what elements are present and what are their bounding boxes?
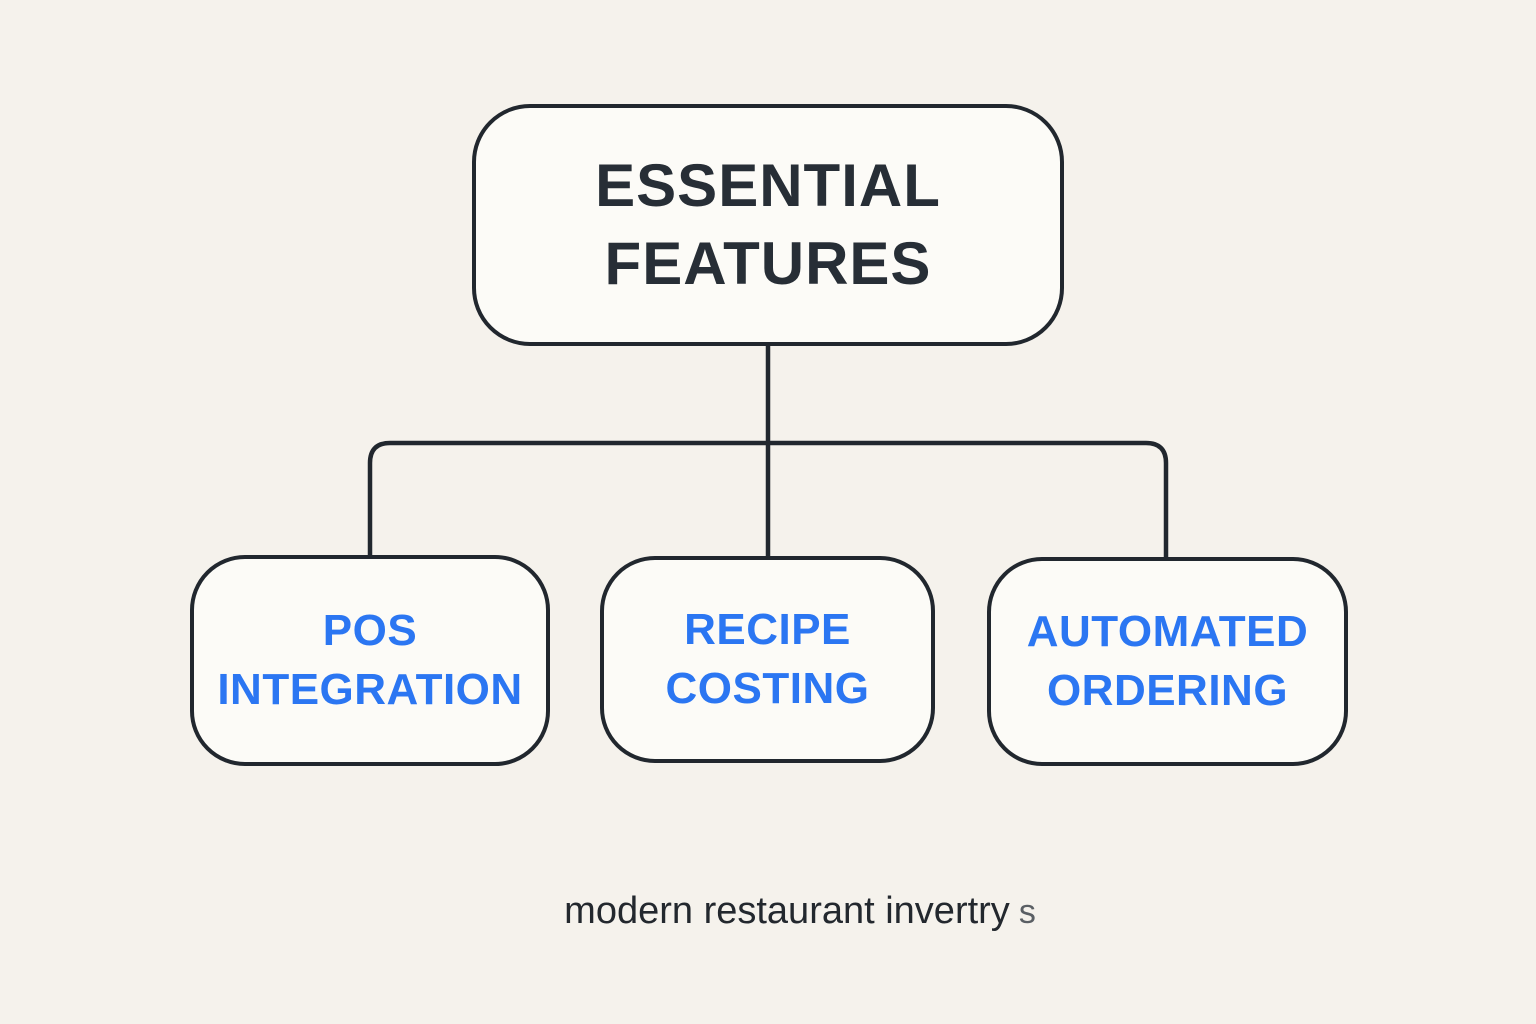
node-essential-features: ESSENTIAL FEATURES (472, 104, 1064, 346)
connector-rail (367, 440, 1169, 557)
node-pos-integration-label: POS INTEGRATION (217, 606, 523, 714)
caption-text: modern restaurant invertry (564, 890, 1010, 932)
node-automated-ordering: AUTOMATED ORDERING (987, 557, 1348, 766)
node-recipe-costing-label: RECIPE COSTING (665, 605, 870, 713)
node-automated-ordering-label: AUTOMATED ORDERING (1026, 607, 1309, 715)
caption-suffix: s (1018, 893, 1036, 931)
node-pos-integration: POS INTEGRATION (190, 555, 550, 766)
node-essential-features-label: ESSENTIAL FEATURES (595, 152, 941, 297)
node-recipe-costing: RECIPE COSTING (600, 556, 935, 763)
